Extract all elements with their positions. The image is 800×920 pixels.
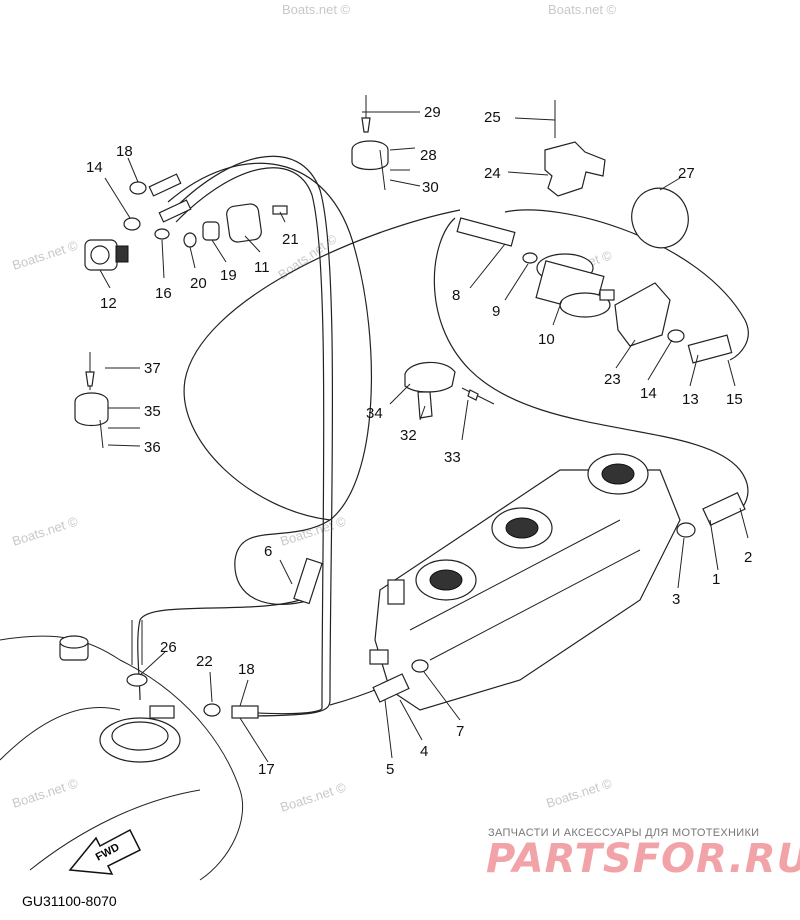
callout-7: 7 [456, 723, 464, 740]
clip-14 [667, 329, 685, 343]
watermark: Boats.net © [10, 513, 80, 548]
washer-21 [183, 232, 197, 248]
callout-18: 18 [238, 661, 255, 678]
clip-14 [123, 217, 141, 231]
watermark: Boats.net © [278, 779, 348, 814]
diagram-code: GU31100-8070 [22, 893, 117, 909]
fuel-cock-12 [84, 239, 129, 271]
nut-20 [202, 221, 220, 241]
callout-24: 23 [604, 371, 621, 388]
brand-logo: PARTSFOR.RU [486, 836, 800, 882]
callout-2: 2 [744, 549, 752, 566]
callout-6: 6 [264, 543, 272, 560]
brand-tagline: ЗАПЧАСТИ И АКСЕССУАРЫ ДЛЯ МОТОТЕХНИКИ [488, 827, 759, 839]
callout-8: 8 [452, 287, 460, 304]
callout-31: 30 [422, 179, 439, 196]
callout-32: 32 [400, 427, 417, 444]
callout-30: 29 [424, 104, 441, 121]
callout-9: 9 [492, 303, 500, 320]
callout-28: 27 [678, 165, 695, 182]
clip-9 [522, 252, 538, 264]
callout-11: 11 [254, 259, 270, 276]
callout-17: 16 [155, 285, 172, 302]
callout-36: 36 [144, 439, 161, 456]
callout-13: 13 [682, 391, 699, 408]
callout-10: 10 [538, 331, 555, 348]
hose-segment [158, 199, 192, 223]
filter-holder-24 [614, 282, 671, 347]
clip-7 [411, 659, 429, 673]
fuel-hoses [137, 155, 749, 717]
hose-18 [231, 705, 259, 719]
bracket-25 [544, 100, 606, 197]
callout-3: 3 [672, 591, 680, 608]
carburetor-assembly [369, 453, 681, 711]
callout-15: 15 [726, 391, 743, 408]
watermark: Boats.net © [548, 2, 617, 17]
band-28 [631, 187, 689, 249]
watermark: Boats.net © [544, 775, 614, 810]
screw-22 [272, 205, 288, 215]
bracket-35 [74, 352, 109, 449]
callout-4: 4 [420, 743, 428, 760]
callout-22: 21 [282, 231, 299, 248]
callout-19: 18 [116, 143, 133, 160]
brand-block: ЗАПЧАСТИ И АКСЕССУАРЫ ДЛЯ МОТОТЕХНИКИ PA… [486, 827, 800, 882]
callout-14: 14 [640, 385, 657, 402]
carb-inlet-hose [329, 687, 381, 706]
watermark: Boats.net © [10, 775, 80, 810]
feed-hose [433, 217, 749, 511]
watermark: Boats.net © [10, 237, 80, 272]
joint-23 [149, 705, 175, 719]
clip-17 [154, 228, 170, 240]
forward-direction-arrow: FWD [68, 828, 142, 875]
clip-23 [203, 703, 221, 717]
callout-1: 1 [712, 571, 720, 588]
hose-5 [372, 673, 410, 703]
fuel-hose-18 [175, 167, 325, 715]
callout-12: 12 [100, 295, 117, 312]
callout-29: 28 [420, 147, 437, 164]
callout-34: 34 [366, 405, 383, 422]
callout-20: 19 [220, 267, 237, 284]
callout-23: 22 [196, 653, 213, 670]
callout-labels: 29 25 28 30 24 27 18 14 12 16 20 19 11 2… [86, 104, 752, 778]
callout-26: 25 [484, 109, 501, 126]
hose-8 [456, 217, 516, 247]
hose-13 [687, 334, 733, 364]
callout-33: 33 [444, 449, 461, 466]
fuel-tank [0, 620, 244, 881]
callout-14: 14 [86, 159, 103, 176]
hose-segment [148, 173, 182, 197]
watermark: Boats.net © [278, 513, 348, 548]
clip-3 [676, 522, 696, 538]
watermark: Boats.net © [282, 2, 351, 17]
clip-19 [129, 181, 147, 195]
callout-37: 37 [144, 360, 161, 377]
leader-lines [99, 111, 749, 763]
hose-2 [702, 492, 746, 526]
plate-11 [226, 203, 262, 243]
callout-21: 20 [190, 275, 207, 292]
vent-hose [167, 162, 372, 606]
callout-35: 35 [144, 403, 161, 420]
clamp-34 [404, 361, 495, 419]
return-hose [183, 209, 461, 521]
callout-16: 17 [258, 761, 275, 778]
hose-6 [293, 557, 323, 605]
fuel-hose-16 [167, 155, 334, 717]
filter-outlet-hose [504, 209, 749, 361]
callout-5: 5 [386, 761, 394, 778]
fuel-filter-10 [535, 253, 615, 318]
bracket-29 [351, 95, 389, 191]
parts [0, 95, 746, 881]
callout-25: 24 [484, 165, 501, 182]
callout-27: 26 [160, 639, 177, 656]
